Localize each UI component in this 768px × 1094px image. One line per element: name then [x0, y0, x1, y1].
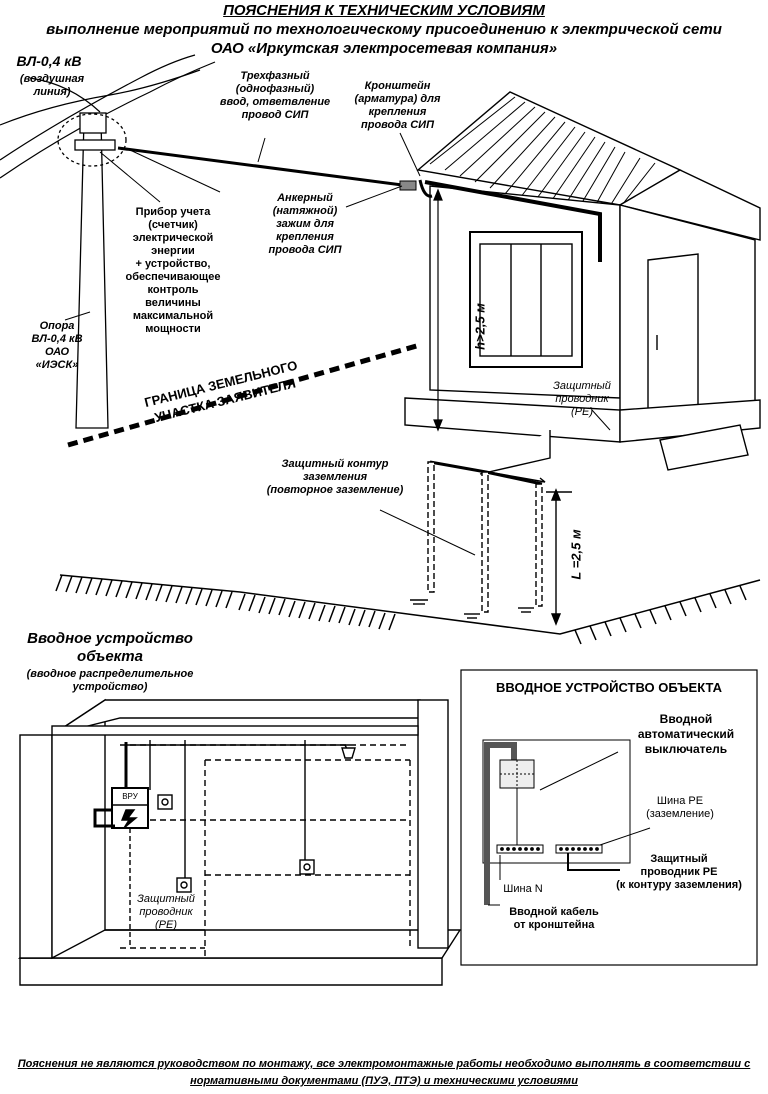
input-cable-label: Вводной кабель от кронштейна	[509, 906, 599, 931]
bracket-label: Кронштейн (арматура) для крепления прово…	[354, 80, 441, 131]
footer-line-1: Пояснения не являются руководством по мо…	[17, 1058, 751, 1070]
anchor-label: Анкерный (натяжной) зажим для крепления …	[268, 192, 342, 256]
breaker-label: Вводной автоматический выключатель	[637, 712, 735, 756]
company-name: ОАО «Иркутская электросетевая компания»	[210, 40, 558, 57]
pe-label: Защитный проводник (PE)	[553, 380, 611, 418]
overhead-wires	[0, 54, 216, 179]
page-title: ПОЯСНЕНИЯ К ТЕХНИЧЕСКИМ УСЛОВИЯМ	[223, 2, 545, 19]
house	[404, 91, 761, 471]
pe-bus-label: Шина PE (заземление)	[646, 795, 714, 820]
land-boundary	[67, 342, 421, 448]
ground-electrodes	[410, 430, 572, 626]
pole-label: Опора ВЛ-0,4 кВ ОАО «ИЭСК»	[31, 320, 83, 371]
n-bus-label: Шина N	[503, 883, 543, 895]
height-dimension	[433, 188, 443, 432]
ground-label: Защитный контур заземления (повторное за…	[266, 458, 404, 496]
page-subtitle: выполнение мероприятий по технологическо…	[46, 21, 722, 38]
pe-cond-label: Защитный проводник PE (к контуру заземле…	[616, 853, 742, 891]
panel-detail	[460, 669, 758, 966]
device-title: Вводное устройство объекта	[27, 630, 193, 665]
line-desc: (воздушная линия)	[19, 73, 85, 98]
height-label: h>2,5 м	[472, 303, 488, 350]
leader-lines	[64, 132, 611, 556]
line-name: ВЛ-0,4 кВ	[16, 53, 82, 69]
input-label: Трехфазный (однофазный) ввод, ответвлени…	[219, 70, 331, 121]
vru-label: ВРУ	[122, 792, 138, 801]
pole	[57, 112, 127, 429]
meter-label: Прибор учета (счетчик) электрической эне…	[125, 206, 221, 335]
footer-line-2: нормативными документами (ПУЭ, ПТЭ) и те…	[190, 1075, 578, 1087]
room-interior	[17, 698, 462, 986]
panel-title: ВВОДНОЕ УСТРОЙСТВО ОБЪЕКТА	[496, 680, 722, 695]
ground-line	[55, 574, 761, 645]
depth-label: L =2,5 м	[568, 529, 584, 580]
anchor-clamp	[399, 180, 417, 191]
sip-cable	[117, 146, 411, 188]
device-desc: (вводное распределительное устройство)	[26, 668, 194, 693]
pe-conductor-label: Защитный проводник (PE)	[137, 893, 195, 931]
